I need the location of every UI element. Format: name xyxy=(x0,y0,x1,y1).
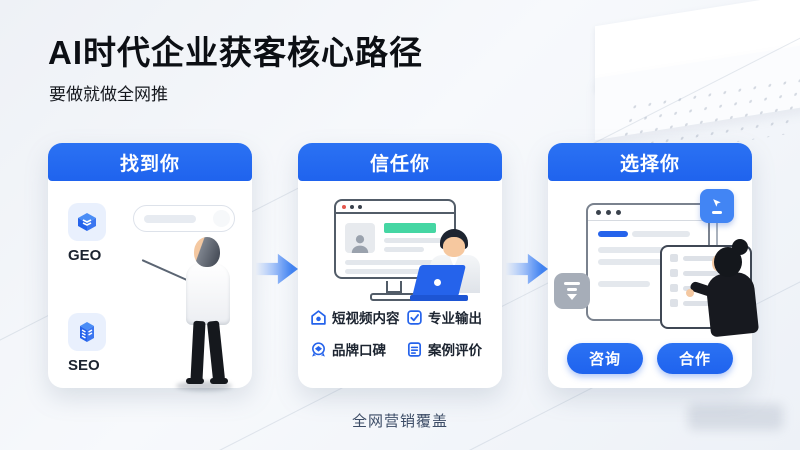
checklist-row xyxy=(670,299,750,307)
figure-face xyxy=(443,237,465,257)
text-line xyxy=(345,260,445,265)
window-dot-icon xyxy=(616,210,621,215)
text-line xyxy=(384,247,424,252)
search-placeholder-bar xyxy=(144,215,196,223)
figure-body xyxy=(186,263,230,325)
text-line xyxy=(598,247,684,253)
figure-hand xyxy=(686,289,694,297)
figure-leg xyxy=(190,320,206,382)
monitor-stand xyxy=(386,281,402,293)
figure-head xyxy=(194,237,220,267)
window-dot-icon xyxy=(350,204,354,209)
pointer-stick xyxy=(141,259,190,283)
figure-shoe xyxy=(210,378,228,384)
seo-label: SEO xyxy=(68,357,100,374)
feature-label: 专业输出 xyxy=(428,311,482,326)
seo-server-icon xyxy=(68,313,106,351)
text-line xyxy=(345,269,431,274)
flow-arrow-right-icon xyxy=(256,253,298,285)
geo-label: GEO xyxy=(68,247,102,264)
feature-short-video: 短视频内容 xyxy=(310,307,406,327)
badge-dash xyxy=(712,211,722,214)
figure-leg xyxy=(206,320,226,382)
card-choose-you: 选择你 xyxy=(548,143,760,388)
checkbox-icon xyxy=(407,309,422,325)
cursor-badge-icon xyxy=(700,189,734,223)
trust-feature-list: 短视频内容 专业输出 品牌口碑 xyxy=(310,307,490,359)
card-trust-you-title: 信任你 xyxy=(298,143,502,181)
cta-button-row: 咨询 合作 xyxy=(548,343,752,374)
link-bar xyxy=(598,231,628,237)
figure-shoe xyxy=(186,378,204,384)
window-dot-icon xyxy=(596,210,601,215)
badge-connector-line xyxy=(716,223,718,251)
filter-bar xyxy=(567,288,577,291)
filter-badge-icon xyxy=(554,273,590,309)
feature-professional-output: 专业输出 xyxy=(406,307,490,327)
card-choose-you-title: 选择你 xyxy=(548,143,752,181)
figure-shadow xyxy=(176,381,232,391)
text-line xyxy=(598,259,668,265)
feature-brand-reputation: 品牌口碑 xyxy=(310,339,406,359)
text-line xyxy=(632,231,690,237)
filter-bar xyxy=(564,282,580,285)
medal-badge-icon xyxy=(312,341,325,357)
card-find-you-title: 找到你 xyxy=(48,143,252,181)
consult-button[interactable]: 咨询 xyxy=(567,343,643,374)
highlight-bar xyxy=(384,223,436,233)
video-home-icon xyxy=(311,309,326,325)
window-dot-icon xyxy=(606,210,611,215)
watermark xyxy=(688,404,783,430)
browser-titlebar xyxy=(336,201,454,214)
worker-laptop-figure xyxy=(410,229,492,305)
presenter-figure xyxy=(141,233,236,391)
cooperate-button[interactable]: 合作 xyxy=(657,343,733,374)
page-subtitle: 要做就做全网推 xyxy=(49,85,168,104)
checklist-row xyxy=(670,269,750,277)
laptop-base xyxy=(410,295,468,301)
checklist-row xyxy=(670,254,750,262)
footer-caption: 全网营销覆盖 xyxy=(351,413,448,430)
feature-case-reviews: 案例评价 xyxy=(406,339,490,359)
document-icon xyxy=(407,341,422,357)
card-find-you: 找到你 GEO xyxy=(48,143,252,391)
figure-head xyxy=(714,247,742,277)
text-line xyxy=(384,238,442,243)
text-line xyxy=(598,281,650,287)
search-icon xyxy=(213,210,230,227)
feature-label: 品牌口碑 xyxy=(332,343,386,358)
figure-collar xyxy=(449,255,459,267)
figure-body xyxy=(704,270,760,338)
feature-label: 案例评价 xyxy=(428,343,482,358)
card-trust-you: 信任你 xyxy=(298,143,502,388)
flow-arrow-right-icon xyxy=(506,253,548,285)
filter-arrow xyxy=(567,294,577,300)
customer-figure xyxy=(686,239,760,338)
page-title: AI时代企业获客核心路径 xyxy=(48,34,423,71)
search-input[interactable] xyxy=(133,205,235,232)
window-dot-icon xyxy=(358,204,362,209)
browser-titlebar xyxy=(588,205,708,221)
window-dot-icon xyxy=(342,204,346,209)
profile-avatar-icon xyxy=(345,223,375,253)
geo-cube-icon xyxy=(68,203,106,241)
laptop-logo-dot xyxy=(434,279,441,286)
feature-label: 短视频内容 xyxy=(332,311,400,326)
